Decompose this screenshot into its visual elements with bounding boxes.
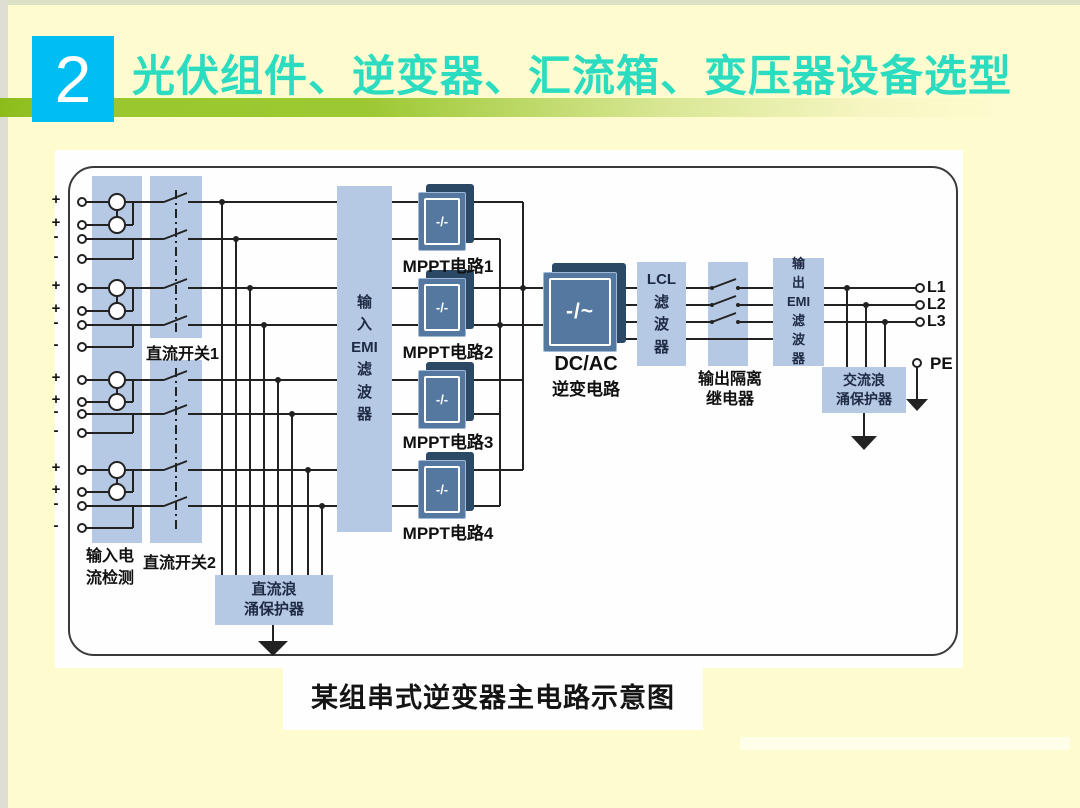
dc-dc-converter-icon: -/- bbox=[424, 466, 460, 513]
dc-ac-inverter-icon: -/~ bbox=[549, 278, 611, 346]
inverter-subtitle-label: 逆变电路 bbox=[552, 380, 620, 399]
polarity-sign: - bbox=[53, 314, 59, 331]
dc-switch-2-band bbox=[150, 360, 202, 543]
terminal-label-l2: L2 bbox=[927, 296, 946, 313]
polarity-sign: - bbox=[53, 228, 59, 245]
title-underline-bar bbox=[0, 98, 1010, 117]
polarity-sign: - bbox=[53, 422, 59, 439]
dc-dc-converter-icon: -/- bbox=[424, 376, 460, 423]
polarity-sign: - bbox=[53, 336, 59, 353]
input-emi-filter-box: 输 入 EMI 滤 波 器 bbox=[337, 186, 392, 532]
section-number-badge: 2 bbox=[32, 36, 114, 122]
mppt-label-3: MPPT电路3 bbox=[402, 433, 494, 452]
mppt-device-2: -/- bbox=[418, 270, 474, 337]
dc-dc-converter-icon: -/- bbox=[424, 284, 460, 331]
output-emi-filter-box: 输 出 EMI 滤 波 器 bbox=[773, 256, 824, 366]
device-face: -/- bbox=[418, 278, 466, 337]
diagram-border bbox=[68, 166, 958, 656]
polarity-sign: - bbox=[53, 517, 59, 534]
mppt-label-1: MPPT电路1 bbox=[402, 257, 494, 276]
caption-strip bbox=[283, 668, 703, 730]
mppt-label-4: MPPT电路4 bbox=[402, 524, 494, 543]
lcl-filter-box: LCL 滤 波 器 bbox=[637, 262, 686, 366]
bottom-right-faint-strip bbox=[740, 737, 1070, 750]
polarity-sign: + bbox=[51, 191, 61, 208]
polarity-sign: + bbox=[51, 277, 61, 294]
polarity-sign: + bbox=[51, 459, 61, 476]
output-relay-label: 输出隔离 继电器 bbox=[697, 371, 762, 408]
terminal-label-l3: L3 bbox=[927, 313, 946, 330]
mppt-device-1: -/- bbox=[418, 184, 474, 251]
mppt-device-3: -/- bbox=[418, 362, 474, 429]
device-face: -/~ bbox=[543, 272, 617, 352]
polarity-sign: + bbox=[51, 369, 61, 386]
device-face: -/- bbox=[418, 370, 466, 429]
polarity-sign: - bbox=[53, 248, 59, 265]
dc-dc-converter-icon: -/- bbox=[424, 198, 460, 245]
inverter-title-label: DC/AC bbox=[554, 353, 618, 375]
mppt-label-2: MPPT电路2 bbox=[402, 343, 494, 362]
inverter-device: -/~ bbox=[543, 263, 626, 352]
dc-switch-1-label: 直流开关1 bbox=[146, 346, 219, 363]
terminal-label-pe: PE bbox=[930, 354, 953, 373]
slide-title: 光伏组件、逆变器、汇流箱、变压器设备选型 bbox=[132, 54, 1012, 101]
ac-surge-protector-box: 交流浪 涌保护器 bbox=[822, 367, 906, 413]
dc-switch-2-label: 直流开关2 bbox=[143, 555, 216, 572]
polarity-sign: + bbox=[51, 391, 61, 408]
diagram-caption: 某组串式逆变器主电路示意图 bbox=[311, 683, 675, 713]
polarity-sign: - bbox=[53, 495, 59, 512]
device-face: -/- bbox=[418, 460, 466, 519]
device-face: -/- bbox=[418, 192, 466, 251]
mppt-device-4: -/- bbox=[418, 452, 474, 519]
input-current-detect-band bbox=[92, 176, 142, 543]
dc-switch-1-band bbox=[150, 176, 202, 338]
terminal-label-l1: L1 bbox=[927, 279, 946, 296]
output-relay-box bbox=[708, 262, 748, 366]
polarity-sign: + bbox=[51, 214, 61, 231]
dc-surge-protector-box: 直流浪 涌保护器 bbox=[215, 575, 333, 625]
polarity-sign: - bbox=[53, 403, 59, 420]
top-edge-strip bbox=[0, 0, 1080, 5]
left-edge-strip bbox=[0, 0, 8, 808]
polarity-sign: + bbox=[51, 481, 61, 498]
polarity-sign: + bbox=[51, 300, 61, 317]
